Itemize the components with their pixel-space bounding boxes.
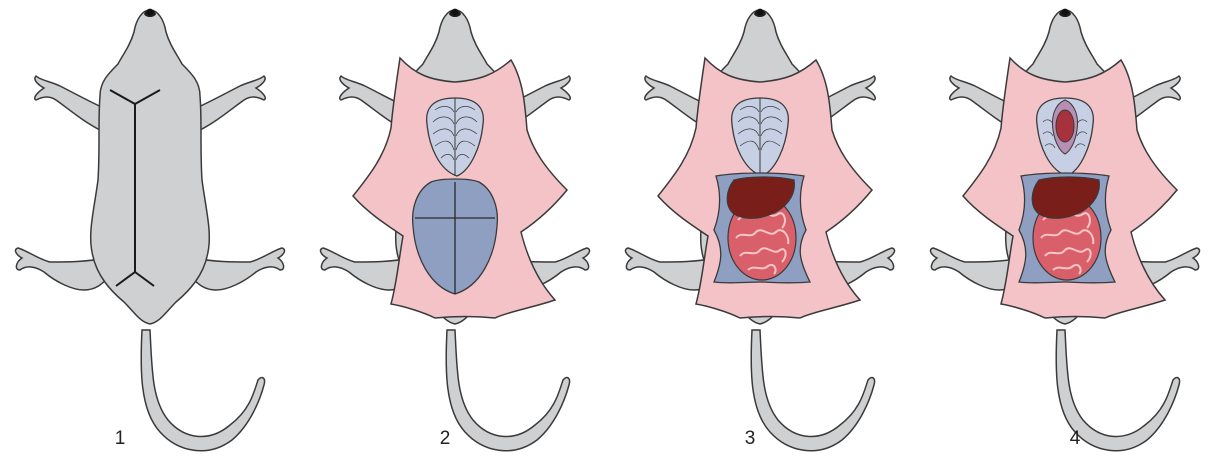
step-label-1: 1 — [100, 428, 140, 450]
heart — [1056, 110, 1074, 142]
step-label-2: 2 — [425, 428, 465, 450]
step-1-panel: 1 — [0, 0, 305, 467]
step-4-panel: 4 — [915, 0, 1220, 467]
step-label-3: 3 — [730, 428, 770, 450]
mouse-thorax-opened-diagram — [915, 0, 1220, 467]
mouse-skin-opened-diagram — [305, 0, 610, 467]
mouse-abdomen-opened-diagram — [610, 0, 915, 467]
step-2-panel: 2 — [305, 0, 610, 467]
step-label-4: 4 — [1055, 428, 1095, 450]
mouse-incision-diagram — [0, 0, 305, 467]
step-3-panel: 3 — [610, 0, 915, 467]
